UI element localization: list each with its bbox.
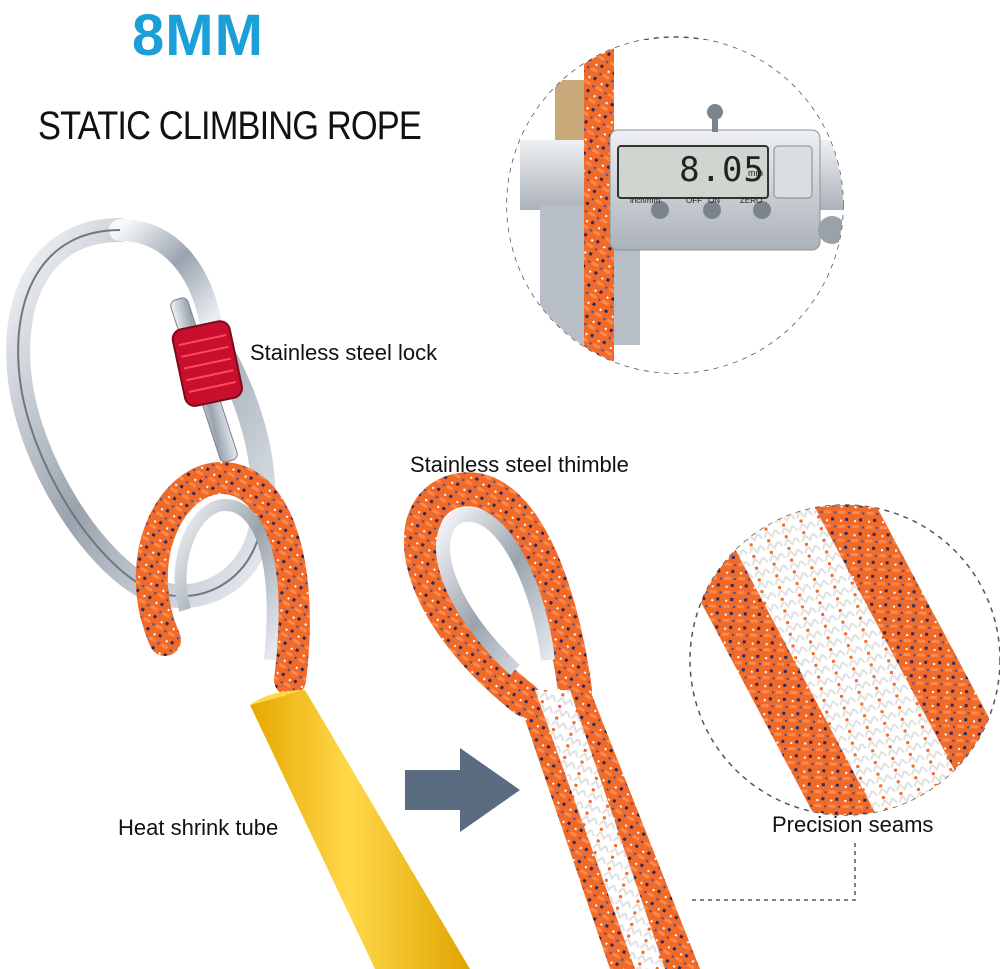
label-precision-seams: Precision seams bbox=[772, 812, 934, 837]
caliper-unit: mm bbox=[748, 168, 763, 178]
caliper-button-zero: ZERO bbox=[740, 196, 763, 205]
caliper-button-inch-mm: inch/mm bbox=[630, 196, 661, 205]
headline-static-climbing-rope: STATIC CLIMBING ROPE bbox=[38, 104, 422, 148]
caliper-button-on: ON bbox=[708, 196, 720, 205]
carabiner bbox=[6, 218, 276, 609]
right-rope-loop bbox=[404, 472, 700, 969]
caliper-magnifier bbox=[506, 36, 844, 374]
label-stainless-steel-thimble: Stainless steel thimble bbox=[410, 452, 629, 477]
headline-8mm: 8MM bbox=[132, 3, 264, 68]
seam-magnifier bbox=[689, 504, 1000, 816]
arrow-icon bbox=[405, 748, 520, 832]
caliper-button-off: OFF bbox=[686, 196, 702, 205]
label-stainless-steel-lock: Stainless steel lock bbox=[250, 340, 438, 365]
label-heat-shrink-tube: Heat shrink tube bbox=[118, 815, 279, 840]
left-rope-loop bbox=[135, 462, 470, 969]
caliper-reading: 8.05 bbox=[679, 150, 765, 190]
